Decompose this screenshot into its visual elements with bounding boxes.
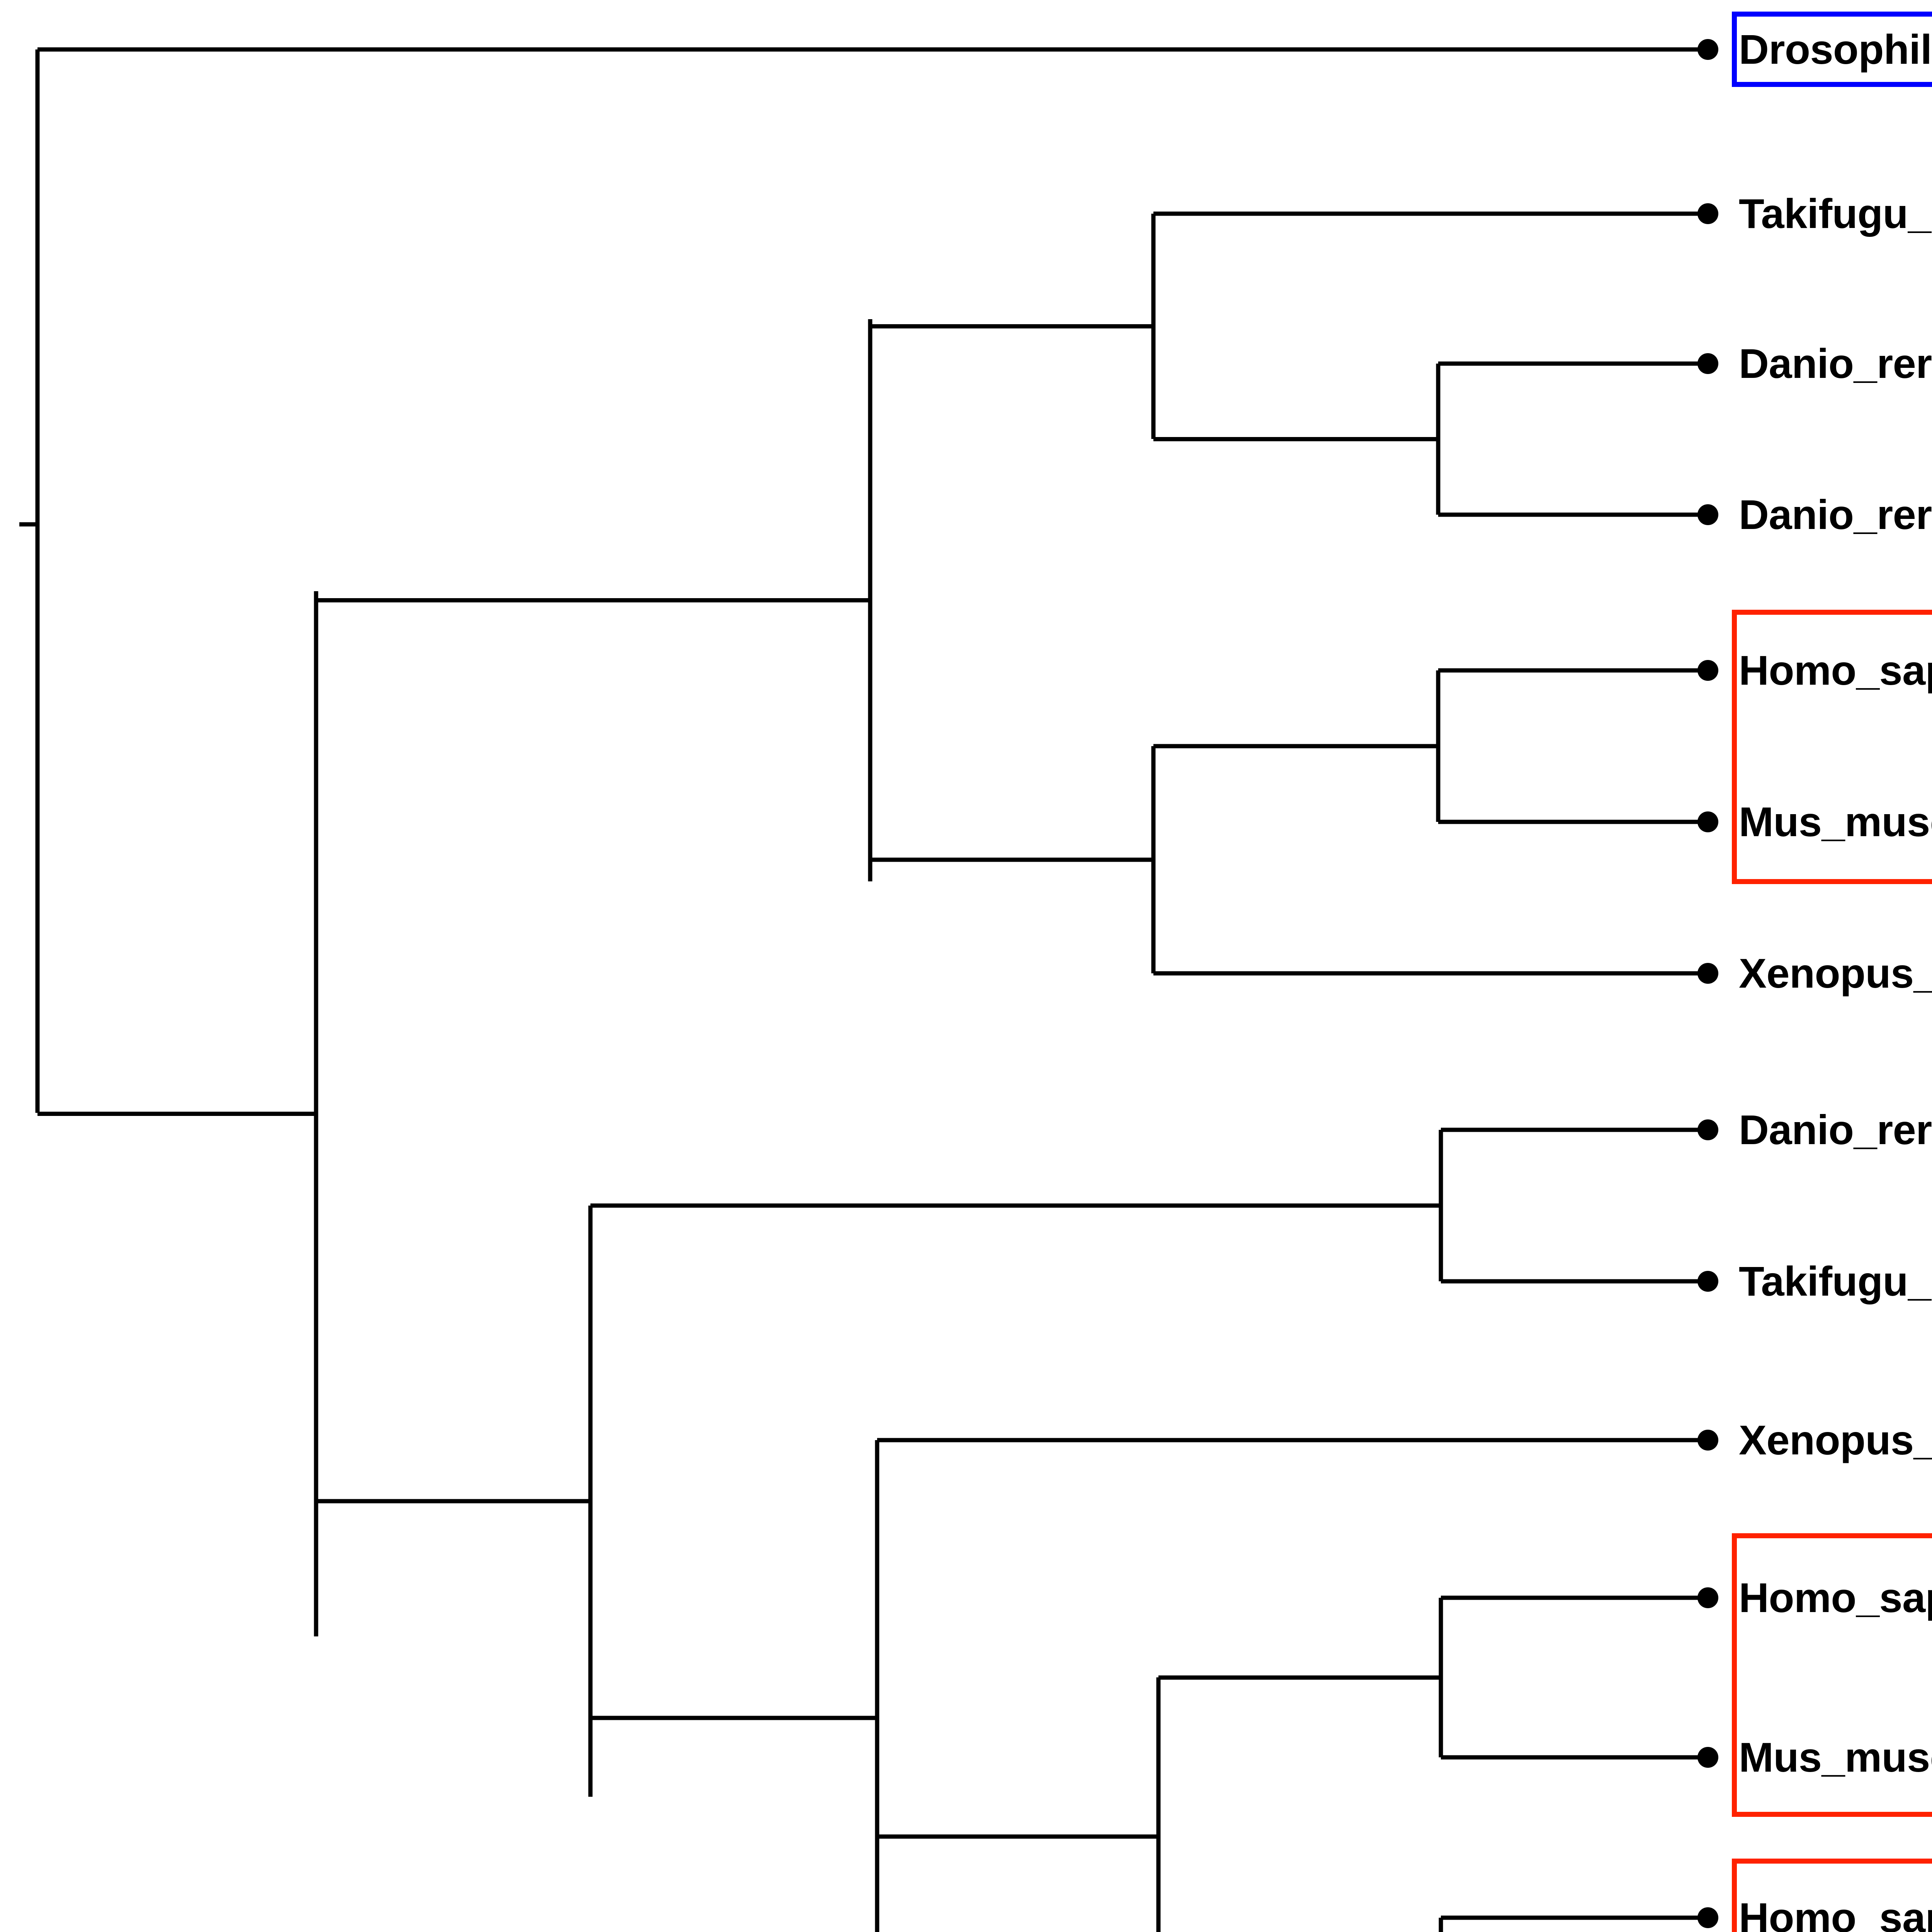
tip-dot-icon	[1697, 353, 1718, 374]
tip-dot-icon	[1697, 660, 1718, 681]
tip-dot-icon	[1697, 1430, 1718, 1451]
tip-dot-icon	[1697, 1907, 1718, 1928]
tip-label-tip-9[interactable]: Takifugu_rubripes_ENSTRUG00000023664.1	[1739, 1258, 1932, 1304]
tip-label-tip-10[interactable]: Xenopus_tropicalis_ENSXETG00000013739.1	[1739, 1417, 1932, 1463]
tip-label-tip-13[interactable]: Homo_sapiens_ENSG00000258643.5	[1739, 1894, 1932, 1932]
tip-dot-icon	[1697, 1119, 1718, 1140]
tip-dot-icon	[1697, 203, 1718, 224]
tip-dot-icon	[1697, 963, 1718, 984]
tip-label-tip-11[interactable]: Homo_sapiens_ENSG00000100836.10	[1739, 1574, 1932, 1621]
tip-dot-icon	[1697, 504, 1718, 525]
tip-label-tip-5[interactable]: Homo_sapiens_ENSG00000205022.9	[1739, 647, 1932, 694]
tip-label-tip-3[interactable]: Danio_rerio_ENSDARG00000087996.4	[1739, 340, 1932, 387]
tip-label-tip-8[interactable]: Danio_rerio_ENSDARG00000045373.8	[1739, 1106, 1932, 1153]
highlight-box-box-ortholog-2	[1732, 1533, 1932, 1817]
tip-label-tip-6[interactable]: Mus_musculus_ENSMUSG00000069867.3	[1739, 798, 1932, 845]
tip-dot-icon	[1697, 1271, 1718, 1292]
tip-label-tip-7[interactable]: Xenopus_tropicalis_ENSXETG00000007057.1	[1739, 950, 1932, 997]
tip-label-tip-2[interactable]: Takifugu_rubripes_ENSTRUG00000024725.1	[1739, 190, 1932, 237]
tip-label-tip-12[interactable]: Mus_musculus_ENSMUSG00000022194.15	[1739, 1734, 1932, 1781]
tip-label-tip-1[interactable]: Drosophila_melanogaster_FBgn0005648	[1739, 26, 1932, 73]
highlight-box-box-outgroup	[1732, 12, 1932, 87]
tip-dot-icon	[1697, 811, 1718, 832]
tip-label-tip-4[interactable]: Danio_rerio_ENSDARG00000113382.1	[1739, 491, 1932, 538]
tip-dot-icon	[1697, 1587, 1718, 1608]
highlight-box-box-ortholog-3	[1732, 1859, 1932, 1932]
highlight-box-box-ortholog-1	[1732, 610, 1932, 884]
tip-dot-icon	[1697, 39, 1718, 60]
tip-dot-icon	[1697, 1747, 1718, 1768]
